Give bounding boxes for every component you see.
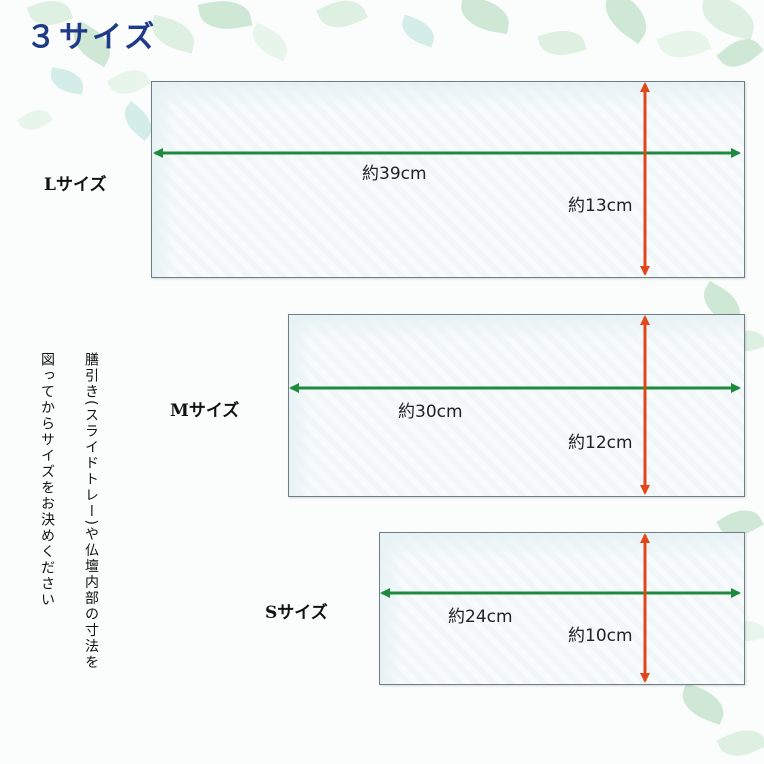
width-label-m: 約30cm [398, 402, 463, 422]
tray-panel-s [379, 532, 745, 685]
page-title: ３サイズ [26, 20, 158, 55]
depth-label-s: 約10cm [568, 626, 633, 646]
depth-label-l: 約13cm [568, 196, 633, 216]
width-label-s: 約24cm [448, 607, 513, 627]
tray-panel-m [288, 314, 745, 497]
size-label-m: Mサイズ [170, 401, 240, 421]
note-line-1: 膳引き(スライドトレー)や仏壇内部の寸法を [83, 352, 99, 671]
note-line-2: 図ってからサイズをお決めください [39, 352, 55, 608]
size-label-s: Sサイズ [265, 603, 328, 623]
width-label-l: 約39cm [362, 164, 427, 184]
depth-label-m: 約12cm [568, 433, 633, 453]
size-label-l: Lサイズ [44, 175, 107, 195]
